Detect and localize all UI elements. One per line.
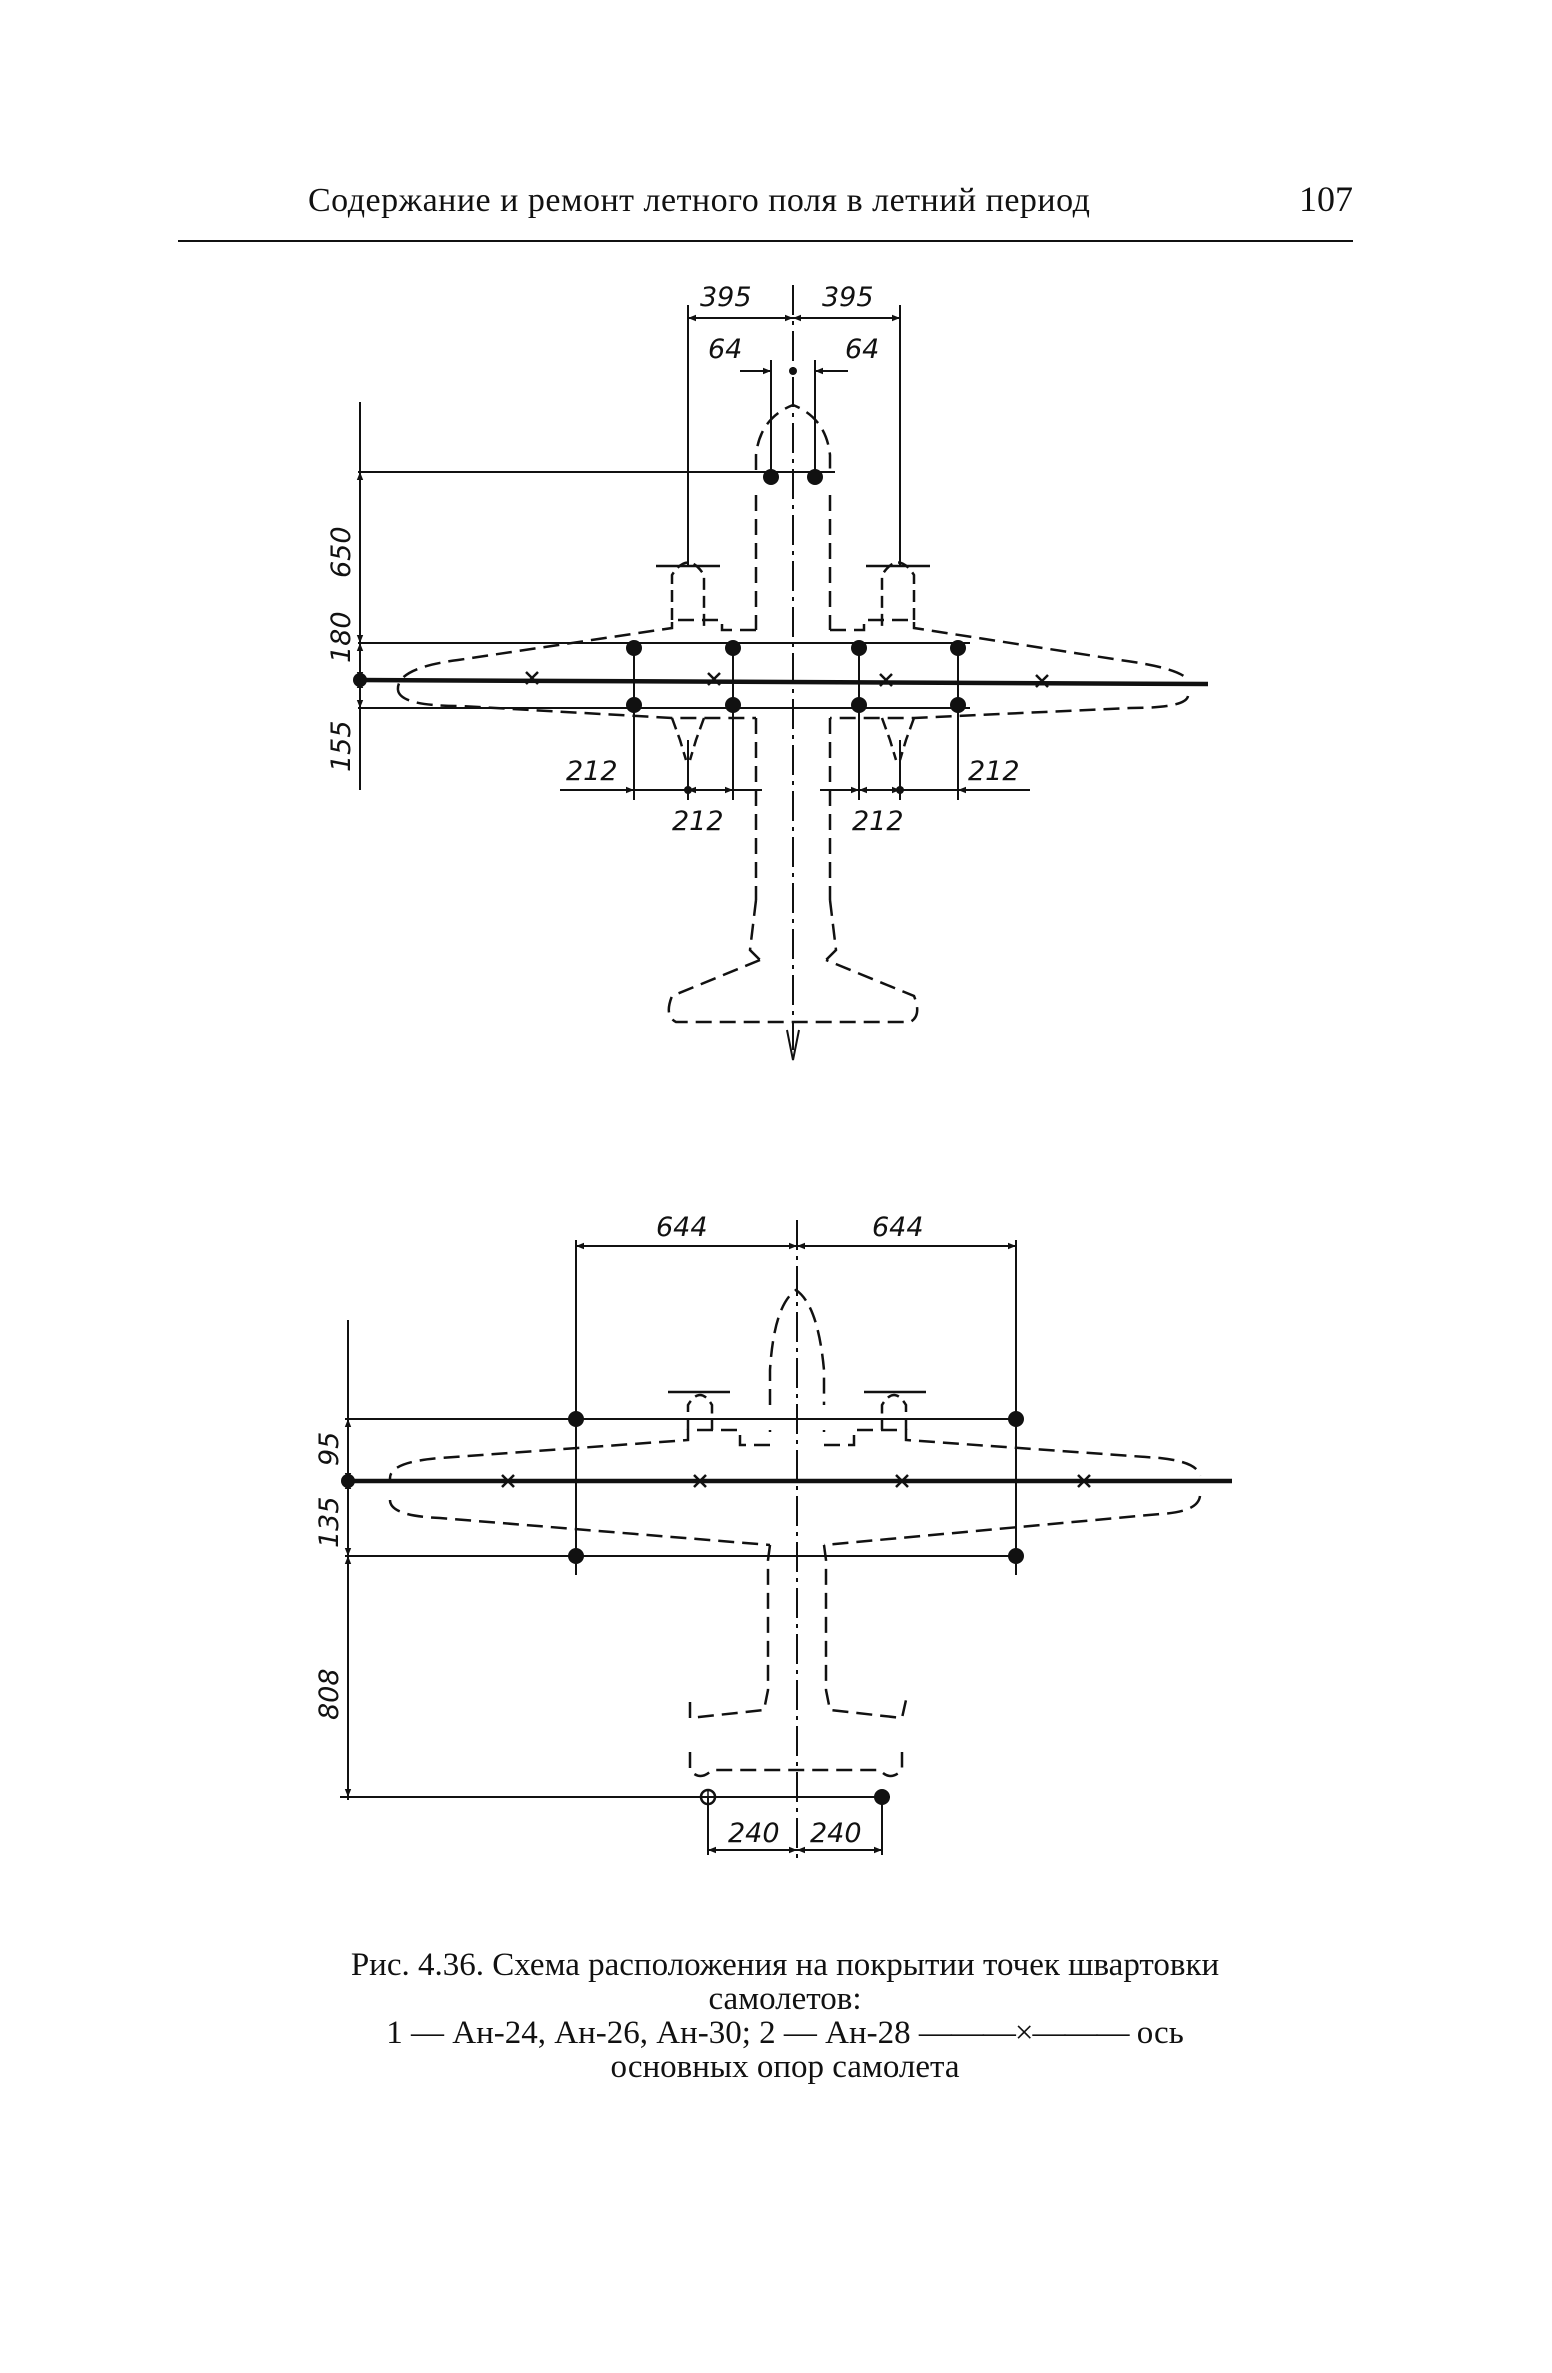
dim-395-left: 395 (700, 282, 752, 313)
figure-caption: Рис. 4.36. Схема расположения на покрыти… (240, 1948, 1330, 2084)
axis-legend-symbol: ———×——— (918, 2015, 1130, 2051)
gear-crosses-2 (501, 1474, 1091, 1488)
wing-outline-2 (388, 1428, 1202, 1547)
aircraft-mooring-diagram: 395 395 64 64 650 180 155 212 212 212 21… (314, 282, 1232, 1860)
figure-1-an24: 395 395 64 64 650 180 155 212 212 212 21… (326, 282, 1209, 1061)
engine-nacelles-2 (686, 1393, 908, 1430)
dim-64-left: 64 (708, 334, 742, 365)
top-dimensions-1 (687, 305, 901, 566)
mooring-points-1 (353, 469, 966, 713)
dim-212-inner-right: 212 (852, 806, 904, 837)
gear-dim-dots-1 (684, 786, 904, 794)
figure-2-an28: 644 644 95 135 808 240 240 (314, 1212, 1232, 1860)
wing-outline-1 (396, 618, 1190, 720)
dim-808: 808 (314, 1668, 345, 1720)
reference-lines-2 (340, 1240, 1020, 1855)
nose-center-dot-1 (789, 367, 797, 375)
caption-line-4: основных опор самолета (610, 2049, 960, 2085)
page-number: 107 (1299, 179, 1353, 219)
reference-lines-1 (358, 471, 970, 800)
caption-line-3: 1 — Ан-24, Ан-26, Ан-30; 2 — Ан-28 ———×—… (240, 2016, 1330, 2050)
dim-180: 180 (326, 611, 357, 663)
dim-95: 95 (314, 1432, 345, 1466)
dim-212-outer-left: 212 (566, 756, 618, 787)
engine-nacelles-1 (670, 561, 916, 761)
mooring-points-2 (341, 1411, 1024, 1806)
dim-395-right: 395 (822, 282, 874, 313)
dim-644-left: 644 (656, 1212, 708, 1243)
dim-155: 155 (326, 720, 357, 772)
dim-212-inner-left: 212 (672, 806, 724, 837)
dim-644-right: 644 (872, 1212, 924, 1243)
dim-212-outer-right: 212 (968, 756, 1020, 787)
page-header: Содержание и ремонт летного поля в летни… (178, 170, 1353, 242)
centerline-arrow-1 (786, 1029, 800, 1061)
dim-240-left: 240 (728, 1818, 780, 1849)
dim-650: 650 (326, 526, 357, 578)
main-gear-axis-1 (357, 677, 1209, 687)
gear-crosses-1 (525, 671, 1049, 688)
running-title: Содержание и ремонт летного поля в летни… (308, 182, 1091, 219)
caption-line-3-suffix: ось (1136, 2015, 1184, 2051)
dim-135: 135 (314, 1496, 345, 1548)
caption-line-2: самолетов: (708, 1981, 862, 2017)
dim-240-right: 240 (810, 1818, 862, 1849)
caption-line-3-prefix: 1 — Ан-24, Ан-26, Ан-30; 2 — Ан-28 (386, 2015, 911, 2051)
caption-line-1: Рис. 4.36. Схема расположения на покрыти… (350, 1947, 1220, 1983)
header-rule (178, 240, 1353, 242)
dim-64-right: 64 (845, 334, 879, 365)
